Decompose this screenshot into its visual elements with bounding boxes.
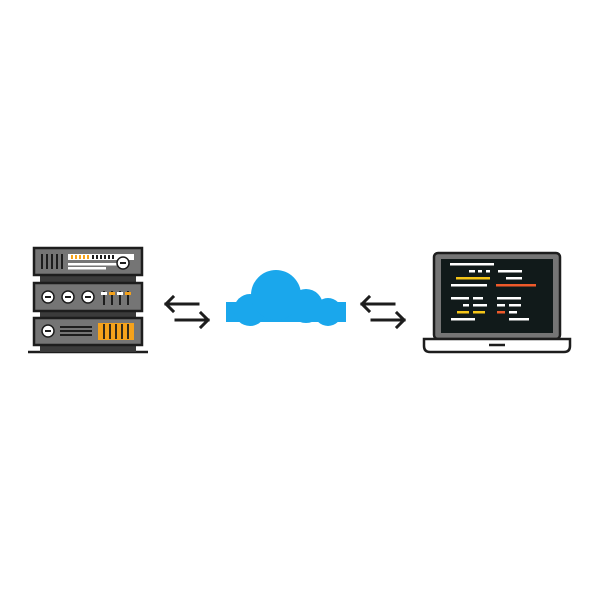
laptop-code-icon — [422, 251, 572, 354]
exchange-arrows-icon — [359, 294, 407, 330]
server-rack-icon — [28, 246, 148, 354]
cloud-icon — [226, 270, 346, 326]
exchange-arrows-icon — [163, 294, 211, 330]
code-lines — [450, 263, 529, 321]
